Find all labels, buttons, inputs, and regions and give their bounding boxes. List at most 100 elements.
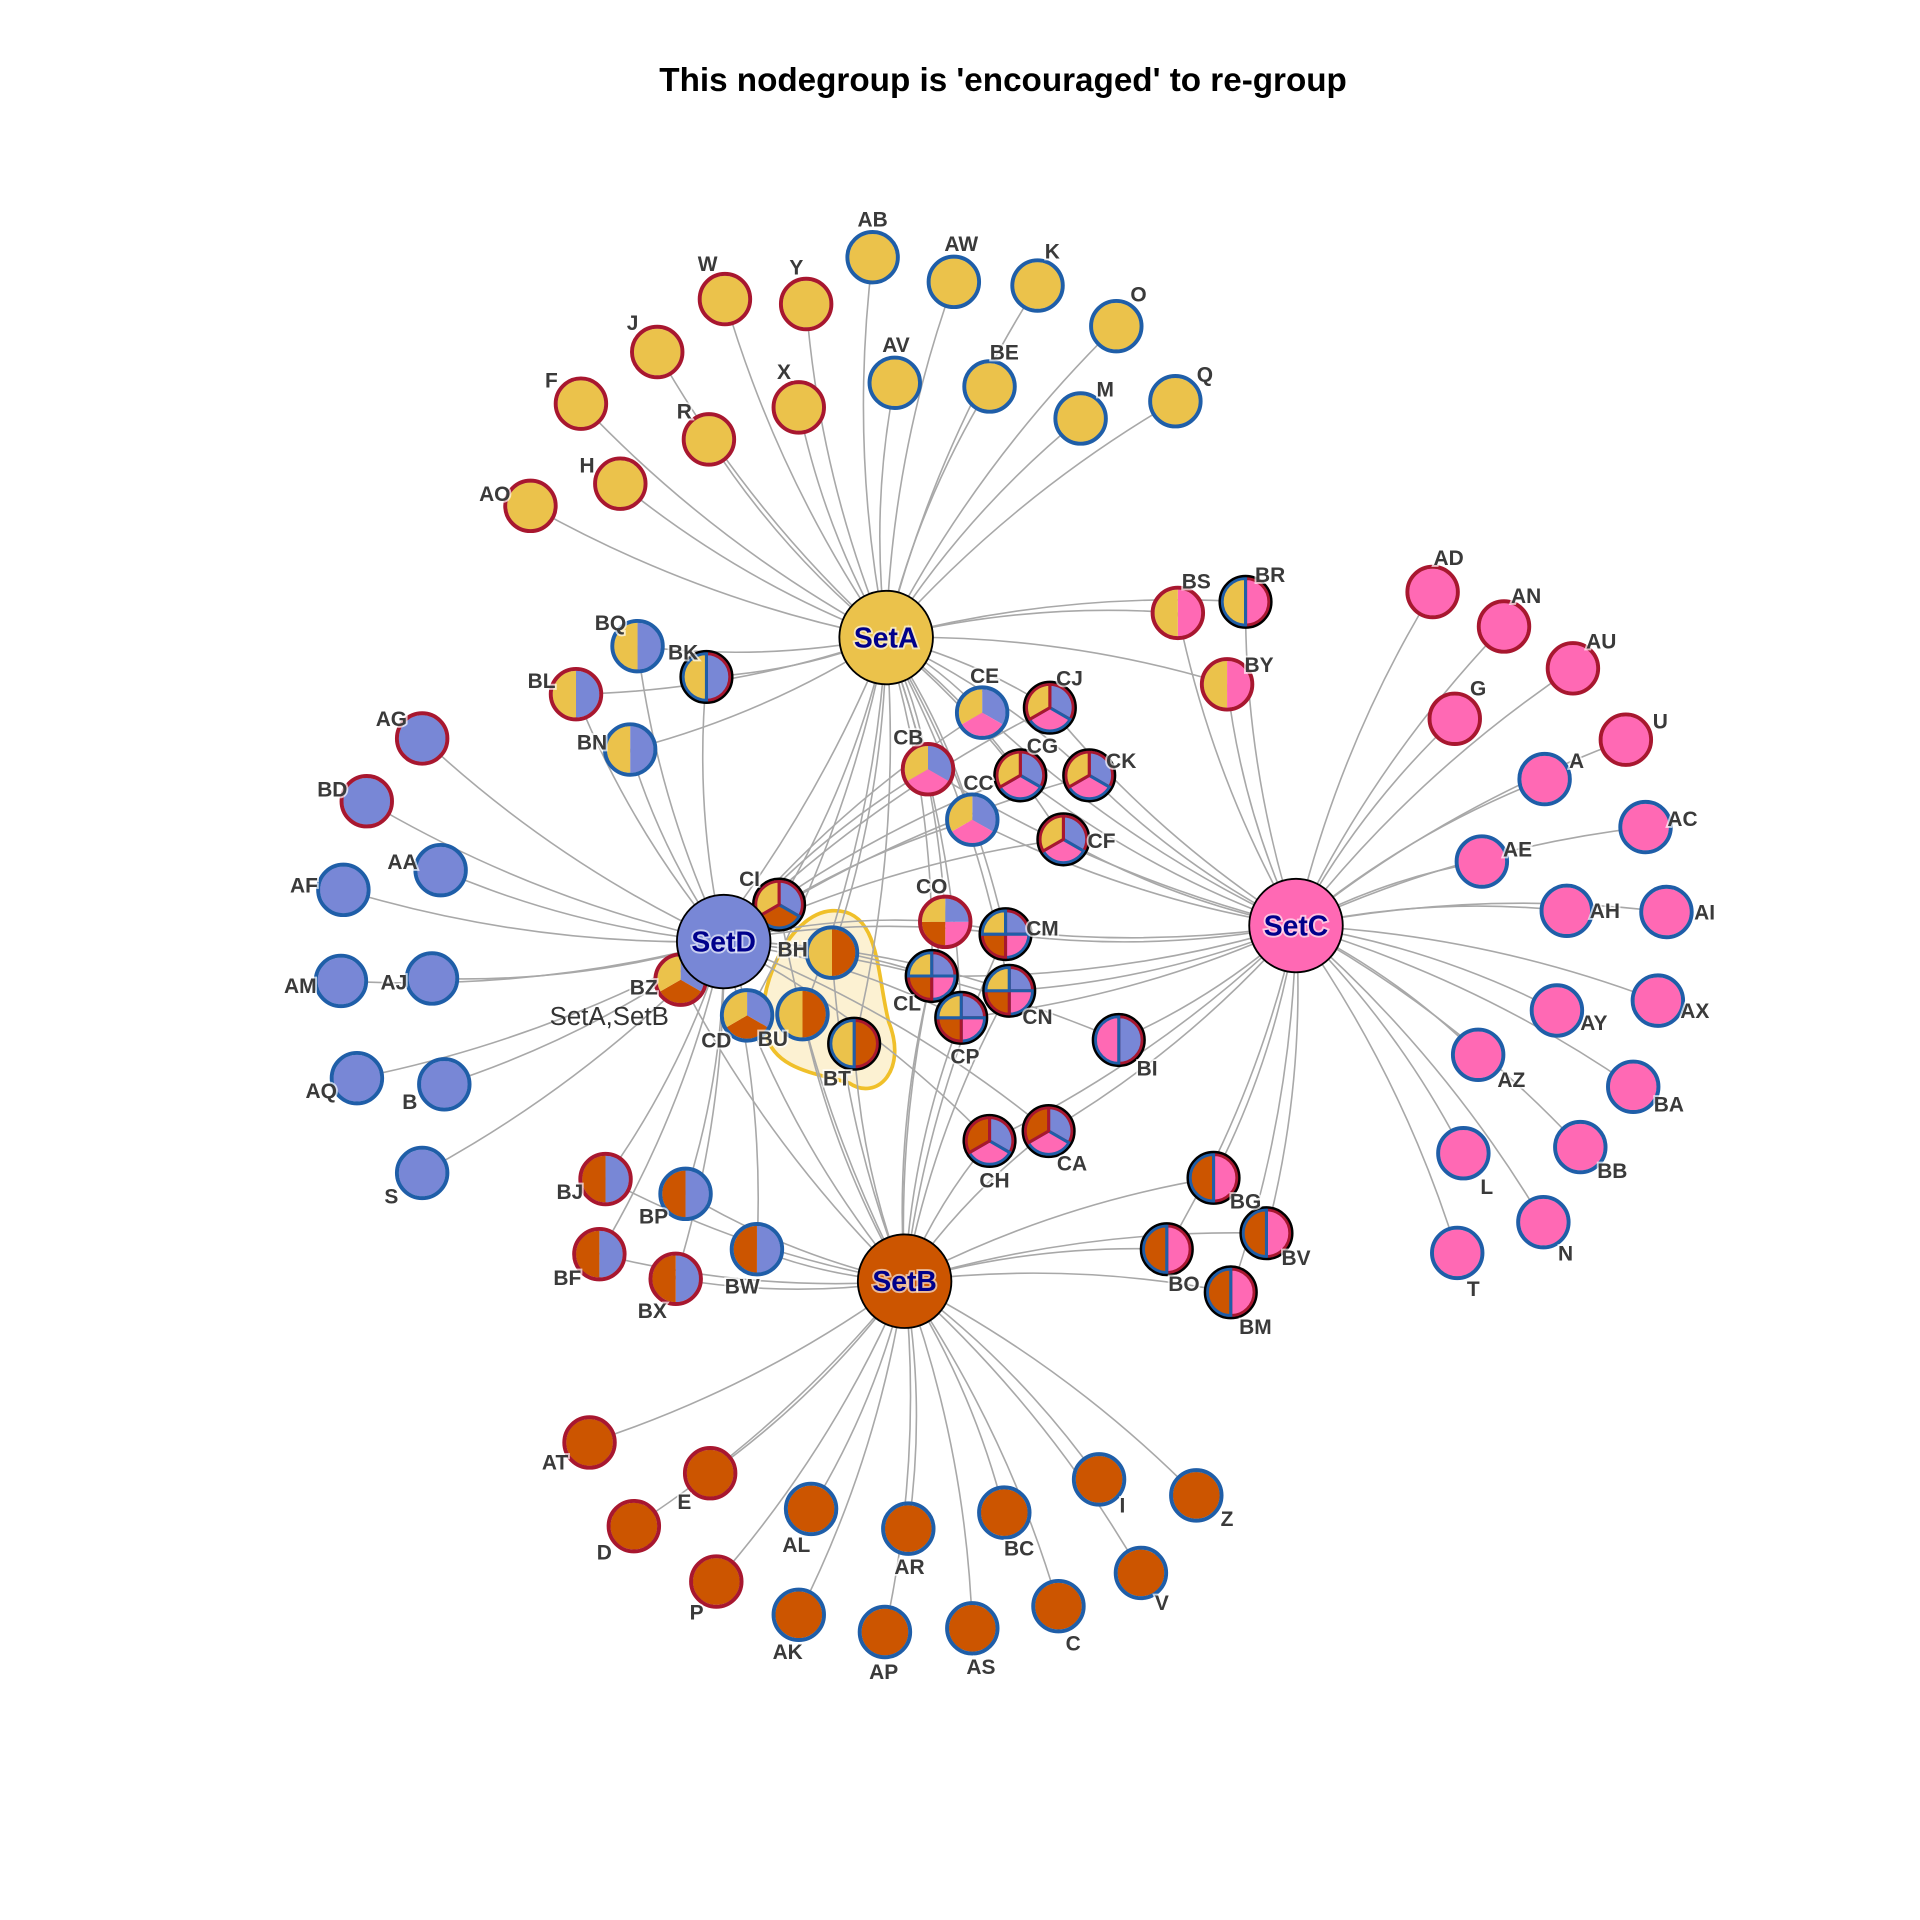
- set-hub-setb[interactable]: SetB: [856, 1233, 953, 1329]
- set-hub-seta[interactable]: SetA: [838, 589, 934, 686]
- node-i[interactable]: [1071, 1452, 1127, 1507]
- node-bv[interactable]: [1239, 1206, 1294, 1261]
- node-y[interactable]: [778, 276, 834, 332]
- node-cm[interactable]: [978, 907, 1033, 962]
- node-bo[interactable]: [1139, 1222, 1194, 1277]
- node-v[interactable]: [1113, 1545, 1169, 1601]
- node-aw[interactable]: [926, 254, 982, 310]
- node-d[interactable]: [606, 1498, 662, 1554]
- node-cj[interactable]: [1022, 680, 1077, 735]
- node-ac[interactable]: [1618, 799, 1673, 855]
- node-ck[interactable]: [1062, 748, 1117, 803]
- node-bu[interactable]: [775, 986, 830, 1042]
- node-x[interactable]: [771, 380, 826, 435]
- node-b[interactable]: [417, 1057, 472, 1112]
- node-aj[interactable]: [404, 951, 460, 1006]
- node-u[interactable]: [1598, 712, 1654, 767]
- node-bq[interactable]: [610, 618, 665, 674]
- node-bi[interactable]: [1091, 1012, 1146, 1068]
- node-k[interactable]: [1010, 258, 1065, 313]
- node-br[interactable]: [1218, 574, 1273, 629]
- node-ai[interactable]: [1639, 884, 1694, 940]
- node-bl[interactable]: [548, 666, 604, 722]
- node-ce[interactable]: [954, 685, 1010, 740]
- node-by[interactable]: [1199, 657, 1255, 712]
- node-p[interactable]: [689, 1554, 744, 1609]
- node-bw[interactable]: [729, 1222, 785, 1277]
- node-bb[interactable]: [1553, 1119, 1608, 1175]
- node-am[interactable]: [313, 953, 369, 1009]
- node-az[interactable]: [1450, 1027, 1506, 1082]
- node-bt[interactable]: [827, 1016, 882, 1071]
- node-bm[interactable]: [1203, 1265, 1258, 1320]
- node-cb[interactable]: [900, 742, 956, 797]
- node-au[interactable]: [1545, 641, 1601, 696]
- node-cn[interactable]: [982, 963, 1037, 1018]
- node-r[interactable]: [681, 412, 737, 467]
- node-ae[interactable]: [1454, 834, 1510, 889]
- node-bf[interactable]: [572, 1226, 627, 1282]
- node-n[interactable]: [1516, 1194, 1571, 1250]
- node-cc[interactable]: [945, 792, 1000, 847]
- set-hub-setc[interactable]: SetC: [1248, 877, 1344, 974]
- node-as[interactable]: [945, 1601, 1000, 1656]
- node-al[interactable]: [783, 1481, 839, 1537]
- node-label: AD: [1434, 547, 1464, 570]
- node-j[interactable]: [630, 324, 685, 380]
- node-ch[interactable]: [962, 1113, 1017, 1168]
- node-z[interactable]: [1169, 1468, 1224, 1523]
- node-ay[interactable]: [1529, 983, 1585, 1038]
- node-bh[interactable]: [804, 925, 860, 980]
- node-ar[interactable]: [881, 1501, 936, 1556]
- node-q[interactable]: [1148, 374, 1203, 429]
- node-g[interactable]: [1427, 691, 1482, 746]
- node-label: X: [777, 361, 791, 384]
- node-label: AZ: [1497, 1069, 1525, 1092]
- node-bk[interactable]: [679, 649, 734, 704]
- node-bg[interactable]: [1186, 1150, 1241, 1205]
- node-a[interactable]: [1517, 751, 1572, 807]
- node-bj[interactable]: [578, 1151, 633, 1207]
- node-ad[interactable]: [1405, 564, 1460, 620]
- node-cg[interactable]: [993, 748, 1048, 803]
- node-ak[interactable]: [771, 1587, 826, 1642]
- node-bn[interactable]: [602, 722, 658, 777]
- node-ah[interactable]: [1539, 883, 1594, 938]
- node-f[interactable]: [553, 376, 609, 431]
- node-an[interactable]: [1476, 599, 1532, 654]
- node-bc[interactable]: [977, 1485, 1032, 1540]
- node-ab[interactable]: [845, 230, 900, 285]
- node-af[interactable]: [316, 862, 371, 918]
- node-ag[interactable]: [394, 711, 450, 766]
- node-av[interactable]: [867, 355, 922, 410]
- node-ap[interactable]: [857, 1604, 913, 1660]
- node-bx[interactable]: [648, 1251, 703, 1306]
- node-cf[interactable]: [1036, 812, 1091, 867]
- node-o[interactable]: [1089, 298, 1144, 354]
- node-l[interactable]: [1436, 1126, 1491, 1181]
- node-bs[interactable]: [1150, 585, 1206, 641]
- node-e[interactable]: [682, 1446, 738, 1501]
- node-ca[interactable]: [1021, 1104, 1076, 1159]
- node-ba[interactable]: [1606, 1059, 1661, 1114]
- node-c[interactable]: [1031, 1578, 1086, 1634]
- node-t[interactable]: [1430, 1225, 1485, 1281]
- node-at[interactable]: [562, 1415, 617, 1470]
- node-ax[interactable]: [1630, 973, 1686, 1028]
- node-cp[interactable]: [934, 990, 989, 1045]
- node-w[interactable]: [697, 271, 753, 327]
- node-co[interactable]: [918, 894, 973, 950]
- node-cd[interactable]: [719, 988, 775, 1043]
- pie-slice-seta: [681, 651, 708, 702]
- node-h[interactable]: [593, 456, 648, 511]
- node-m[interactable]: [1053, 391, 1108, 446]
- node-cl[interactable]: [904, 948, 959, 1004]
- node-ao[interactable]: [503, 478, 558, 534]
- set-hub-setd[interactable]: SetD: [676, 893, 772, 990]
- node-aa[interactable]: [413, 842, 468, 898]
- node-aq[interactable]: [329, 1050, 385, 1106]
- node-s[interactable]: [394, 1145, 450, 1201]
- node-be[interactable]: [962, 359, 1017, 414]
- node-bd[interactable]: [339, 774, 394, 829]
- node-bp[interactable]: [658, 1166, 713, 1222]
